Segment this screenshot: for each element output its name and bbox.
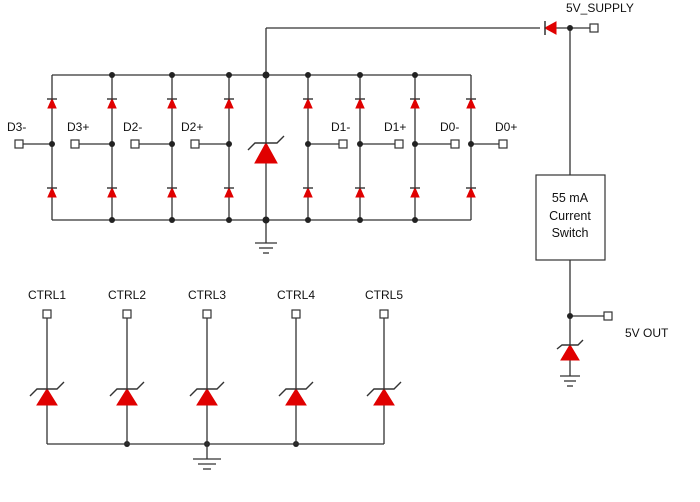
upper-diode-d0m (410, 97, 420, 109)
lower-diode-d0m (410, 186, 420, 198)
labels: 5V_SUPPLY 5V OUT D3- D3+ D2- D2+ D1- D1+… (7, 1, 669, 340)
current-switch-box (535, 174, 606, 261)
pin-ctrl3 (202, 309, 212, 319)
pin-5v-out (603, 311, 613, 321)
data-pins (14, 23, 613, 321)
label-d1m: D1- (331, 120, 350, 134)
label-ctrl4: CTRL4 (277, 288, 315, 302)
pin-d1p (394, 139, 404, 149)
ctrl-section (46, 318, 385, 459)
ground-icon-out (560, 375, 580, 387)
label-d2p: D2+ (181, 120, 203, 134)
label-5v-out: 5V OUT (625, 326, 669, 340)
pin-d1m (338, 139, 348, 149)
ctrl5-tvs-diode (366, 381, 402, 406)
label-d0p: D0+ (495, 120, 517, 134)
ground-icon-ctrl (193, 458, 221, 470)
ground-icon-main (255, 242, 277, 254)
lower-diode-d1m (303, 186, 313, 198)
diode-symbols (47, 97, 476, 198)
label-ctrl1: CTRL1 (28, 288, 66, 302)
upper-diode-d1p (355, 97, 365, 109)
pin-d2p (190, 139, 200, 149)
pin-5v-supply (589, 23, 599, 33)
pin-d0p (498, 139, 508, 149)
ctrl2-tvs-diode (109, 381, 145, 406)
pin-d2m (130, 139, 140, 149)
switch-label-line2: Current (549, 209, 591, 223)
label-ctrl3: CTRL3 (188, 288, 226, 302)
pin-d3p (70, 139, 80, 149)
supply-series-diode (543, 21, 557, 35)
switch-label-line1: 55 mA (552, 191, 589, 205)
switch-label-line3: Switch (552, 226, 589, 240)
central-tvs-diode (247, 75, 285, 220)
current-switch-block: 55 mA Current Switch (535, 174, 606, 261)
label-ctrl2: CTRL2 (108, 288, 146, 302)
lower-diode-d1p (355, 186, 365, 198)
label-d1p: D1+ (384, 120, 406, 134)
upper-diode-d3p (107, 97, 117, 109)
lower-diode-d0p (466, 186, 476, 198)
label-d2m: D2- (123, 120, 142, 134)
lower-diode-d2p (224, 186, 234, 198)
upper-diode-d3m (47, 97, 57, 109)
label-d3m: D3- (7, 120, 26, 134)
pin-ctrl2 (122, 309, 132, 319)
out-tvs-diode (556, 339, 584, 361)
ctrl3-tvs-diode (189, 381, 225, 406)
ctrl4-tvs-diode (278, 381, 314, 406)
upper-diode-d2m (167, 97, 177, 109)
pin-ctrl1 (42, 309, 52, 319)
ctrl-pins (42, 309, 389, 319)
ctrl1-tvs-diode (29, 381, 65, 406)
pin-d0m (450, 139, 460, 149)
label-5v-supply: 5V_SUPPLY (566, 1, 634, 15)
upper-diode-d1m (303, 97, 313, 109)
label-d0m: D0- (440, 120, 459, 134)
pin-ctrl5 (379, 309, 389, 319)
rails (52, 27, 604, 376)
lower-diode-d3m (47, 186, 57, 198)
pin-d3m (14, 139, 24, 149)
steering-diodes (22, 75, 500, 220)
upper-diode-d2p (224, 97, 234, 109)
pin-ctrl4 (291, 309, 301, 319)
upper-diode-d0p (466, 97, 476, 109)
ctrl-tvs-diodes (29, 381, 402, 406)
label-ctrl5: CTRL5 (365, 288, 403, 302)
label-d3p: D3+ (67, 120, 89, 134)
lower-diode-d3p (107, 186, 117, 198)
lower-diode-d2m (167, 186, 177, 198)
